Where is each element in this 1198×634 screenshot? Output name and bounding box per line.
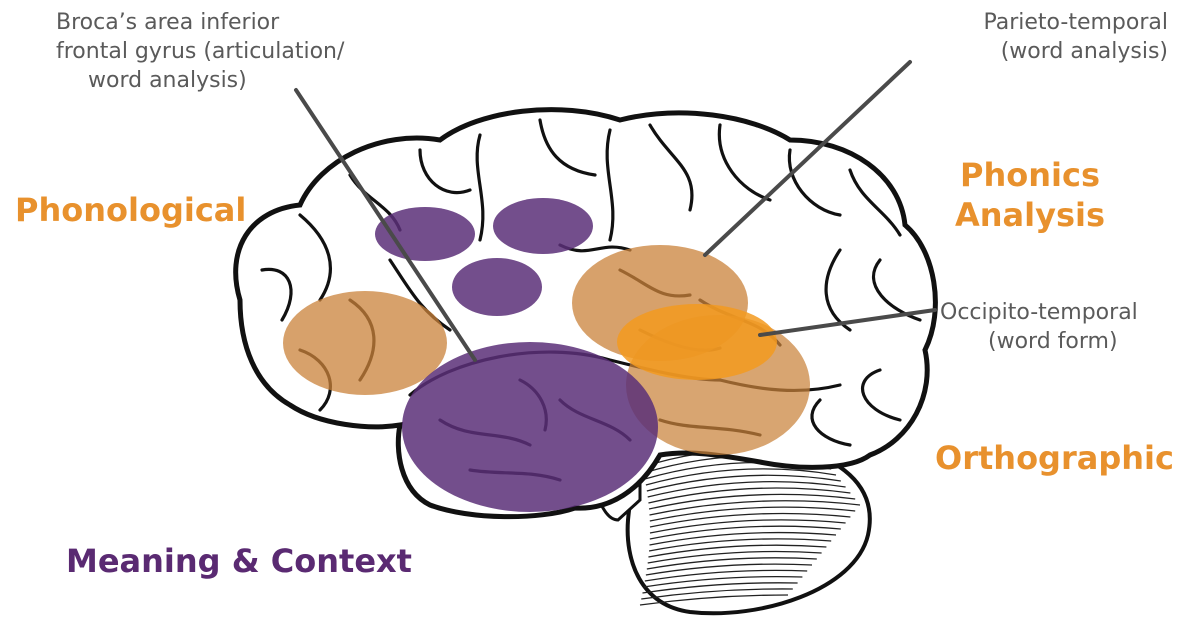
phonological-label: Phonological xyxy=(15,190,246,230)
meaning-context-label: Meaning & Context xyxy=(66,541,412,581)
phonics-label-line-2: Analysis xyxy=(950,195,1110,235)
occipito-callout-line-2: (word form) xyxy=(940,327,1190,356)
phonics-label-line-1: Phonics xyxy=(950,155,1110,195)
broca-callout-line-3: word analysis) xyxy=(56,66,376,95)
occipito-callout: Occipito-temporal (word form) xyxy=(940,298,1190,356)
broca-callout-line-1: Broca’s area inferior xyxy=(56,8,376,37)
parieto-callout-line-1: Parieto-temporal xyxy=(918,8,1168,37)
phonological-region-frontal xyxy=(283,291,447,395)
phonological-region-middle xyxy=(452,258,542,316)
phonological-label-text: Phonological xyxy=(15,190,246,230)
parieto-callout-line-2: (word analysis) xyxy=(918,37,1168,66)
orthographic-label-text: Orthographic xyxy=(935,438,1174,478)
occipito-callout-line-1: Occipito-temporal xyxy=(940,298,1190,327)
orthographic-label: Orthographic xyxy=(935,438,1174,478)
phonological-region-upper-right xyxy=(493,198,593,254)
phonics-analysis-label: Phonics Analysis xyxy=(950,155,1110,235)
meaning-context-label-text: Meaning & Context xyxy=(66,541,412,581)
occipito-temporal-region xyxy=(617,304,777,380)
parieto-callout: Parieto-temporal (word analysis) xyxy=(918,8,1168,66)
broca-callout: Broca’s area inferior frontal gyrus (art… xyxy=(56,8,376,95)
broca-callout-line-2: frontal gyrus (articulation/ xyxy=(56,37,376,66)
meaning-context-region xyxy=(402,342,658,512)
